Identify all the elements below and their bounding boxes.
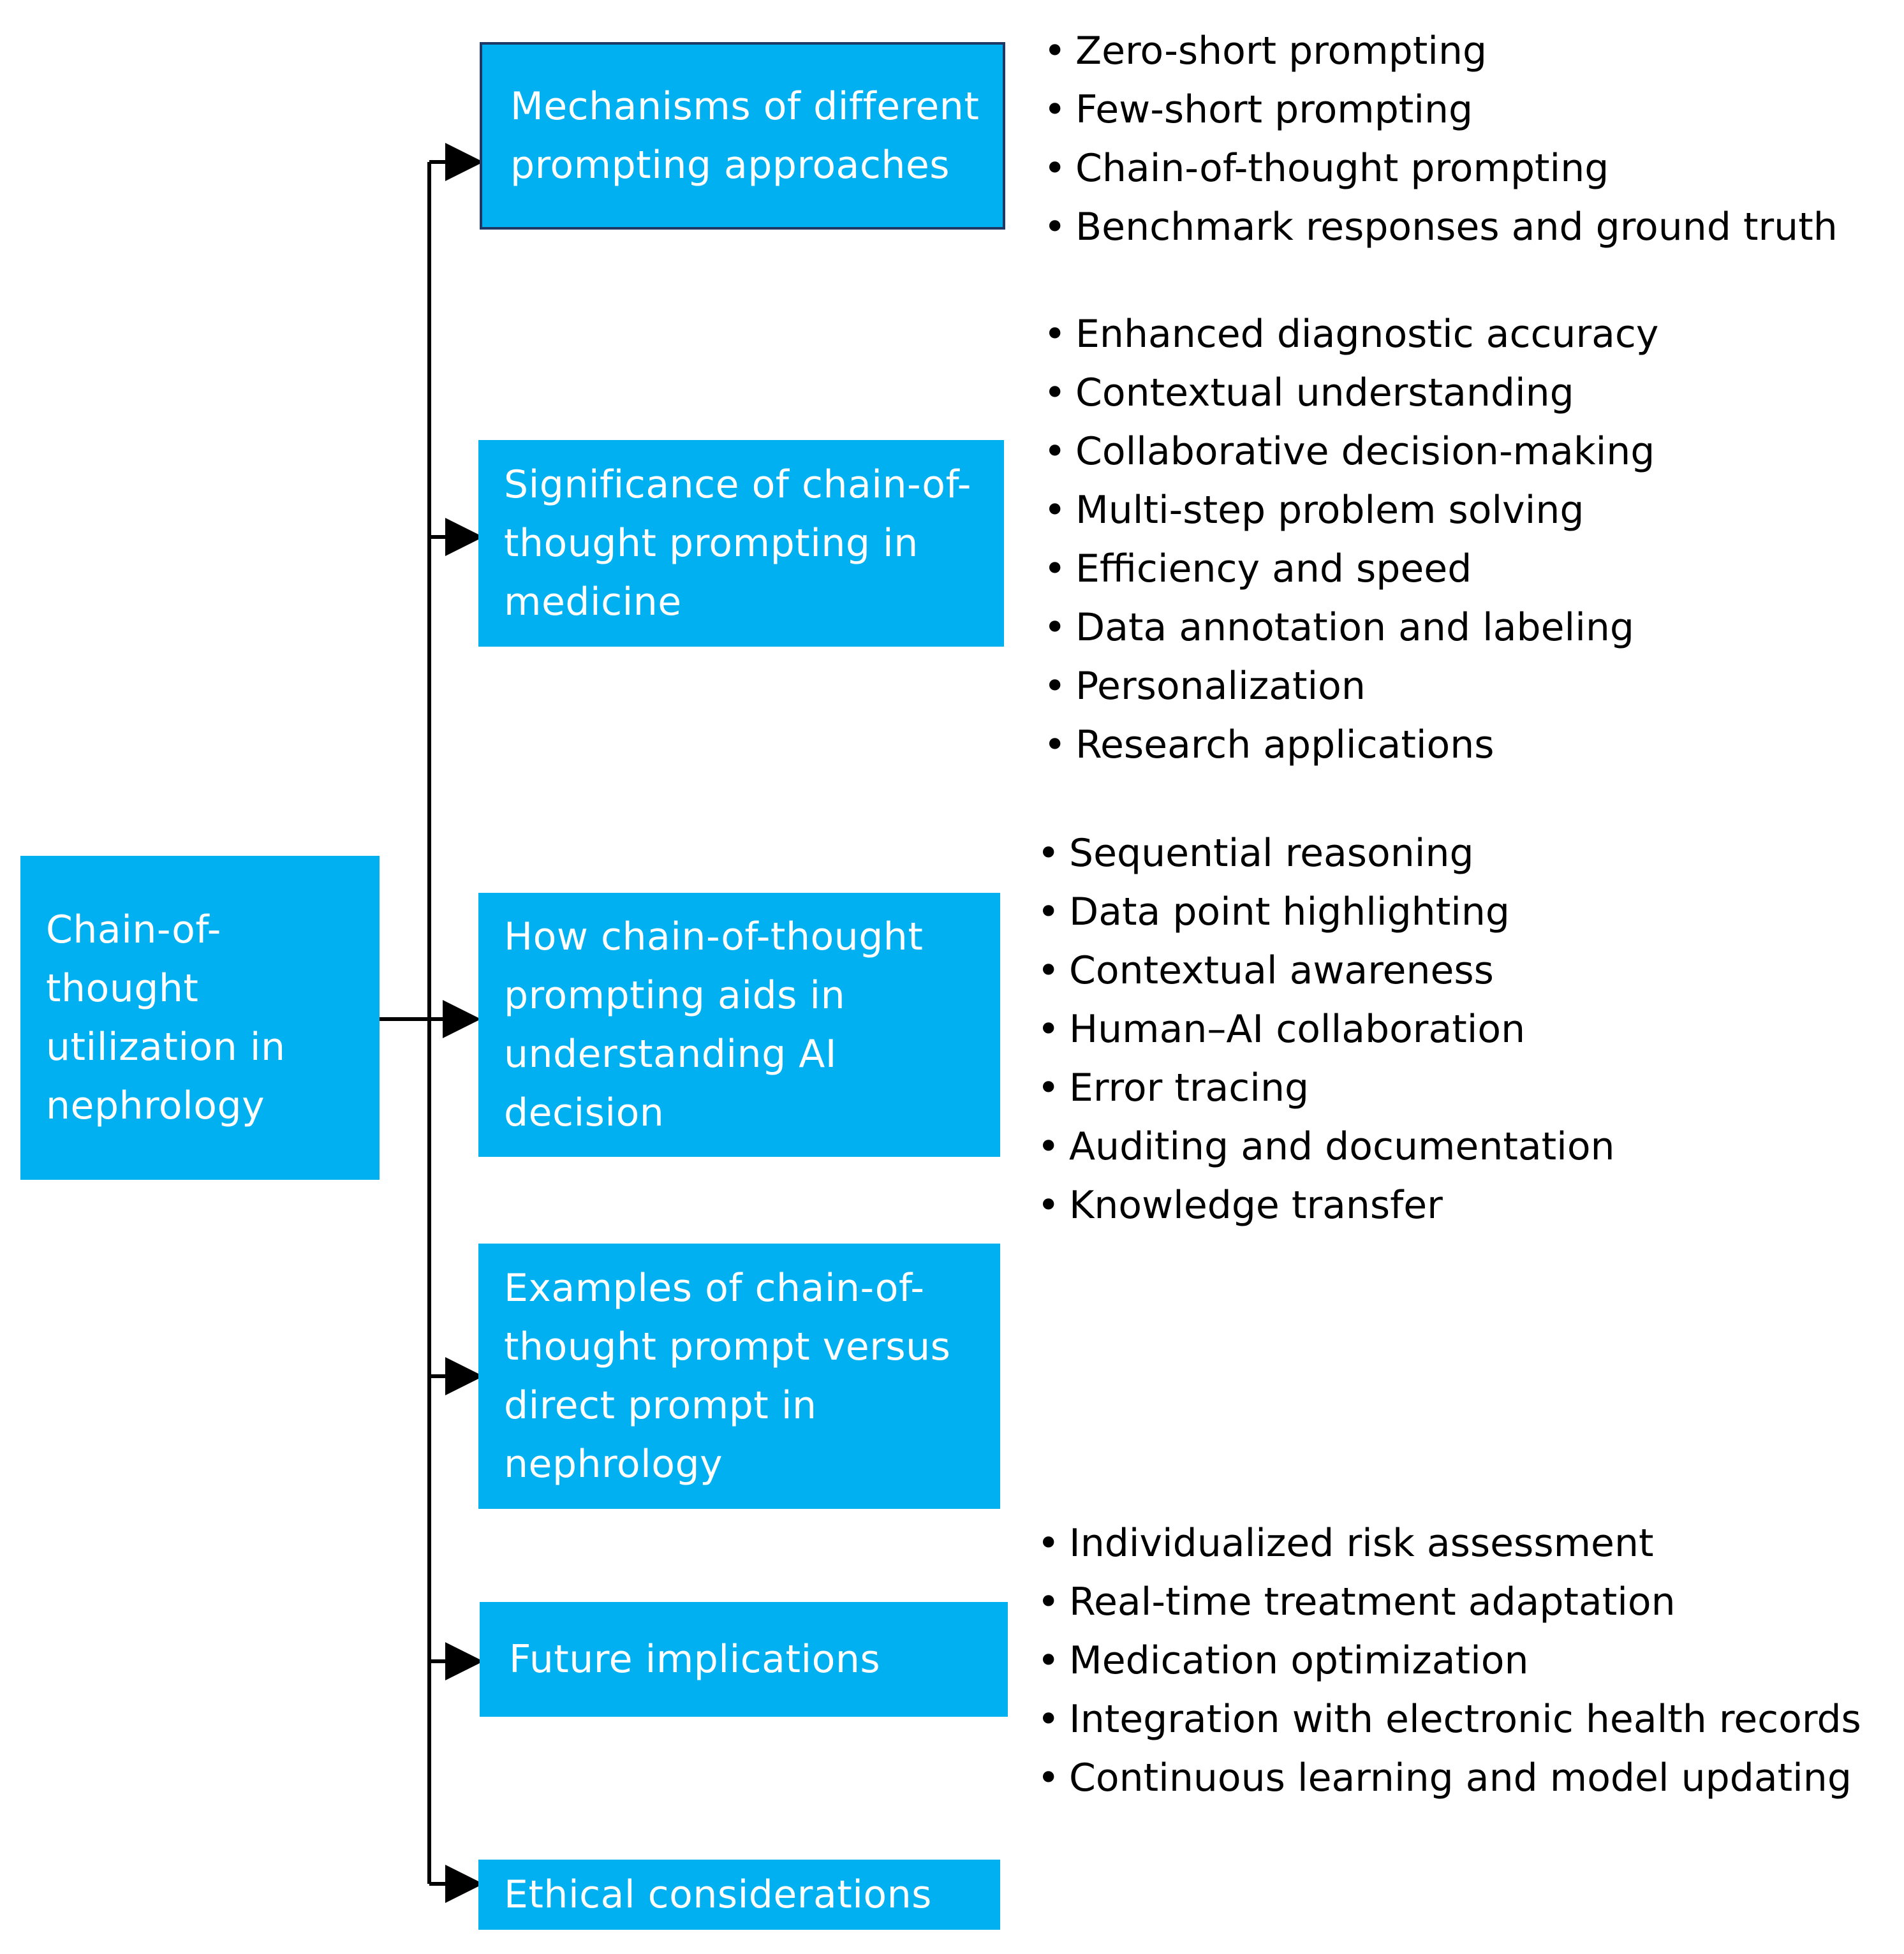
bullet-item: Individualized risk assessment (1037, 1514, 1861, 1573)
bullet-item: Research applications (1044, 716, 1658, 774)
bullet-item: Few-short prompting (1044, 80, 1838, 139)
bullet-item: Auditing and documentation (1037, 1117, 1615, 1176)
bullet-item: Personalization (1044, 657, 1658, 716)
bullet-item: Continuous learning and model updating (1037, 1749, 1861, 1807)
bullet-item: Knowledge transfer (1037, 1176, 1615, 1235)
branch-box-understanding: How chain-of-thought prompting aids in u… (478, 893, 1000, 1157)
branch-box-future: Future implications (480, 1602, 1008, 1717)
bullet-item: Real-time treatment adaptation (1037, 1573, 1861, 1631)
bullet-item: Multi-step problem solving (1044, 481, 1658, 540)
bullet-item: Collaborative decision-making (1044, 422, 1658, 481)
bullet-item: Integration with electronic health recor… (1037, 1690, 1861, 1749)
bullet-item: Enhanced diagnostic accuracy (1044, 305, 1658, 364)
bullet-item: Medication optimization (1037, 1631, 1861, 1690)
root-label: Chain-of-thought utilization in nephrolo… (46, 907, 286, 1128)
bullet-list-mechanisms: Zero-short prompting Few-short prompting… (1044, 22, 1838, 256)
bullet-item: Zero-short prompting (1044, 22, 1838, 80)
branch-label-examples: Examples of chain-of-thought prompt vers… (504, 1266, 951, 1487)
bullet-item: Data annotation and labeling (1044, 598, 1658, 657)
bullet-item: Efficiency and speed (1044, 540, 1658, 598)
branch-label-ethical: Ethical considerations (504, 1872, 932, 1917)
bullet-item: Benchmark responses and ground truth (1044, 198, 1838, 256)
bullet-item: Error tracing (1037, 1059, 1615, 1117)
bullet-item: Contextual understanding (1044, 364, 1658, 422)
branch-label-understanding: How chain-of-thought prompting aids in u… (504, 915, 924, 1135)
bullet-item: Sequential reasoning (1037, 824, 1615, 883)
branch-label-mechanisms: Mechanisms of different prompting approa… (510, 84, 980, 187)
branch-box-ethical: Ethical considerations (478, 1860, 1000, 1930)
branch-label-future: Future implications (509, 1637, 881, 1682)
bullet-item: Contextual awareness (1037, 941, 1615, 1000)
bullet-list-understanding: Sequential reasoning Data point highligh… (1037, 824, 1615, 1235)
branch-box-mechanisms: Mechanisms of different prompting approa… (480, 42, 1005, 230)
root-box: Chain-of-thought utilization in nephrolo… (20, 856, 380, 1180)
branch-label-significance: Significance of chain-of-thought prompti… (504, 462, 971, 624)
bullet-item: Human–AI collaboration (1037, 1000, 1615, 1059)
bullet-list-future: Individualized risk assessment Real-time… (1037, 1514, 1861, 1807)
bullet-list-significance: Enhanced diagnostic accuracy Contextual … (1044, 305, 1658, 774)
bullet-item: Chain-of-thought prompting (1044, 139, 1838, 198)
branch-box-significance: Significance of chain-of-thought prompti… (478, 440, 1004, 647)
branch-box-examples: Examples of chain-of-thought prompt vers… (478, 1244, 1000, 1509)
bullet-item: Data point highlighting (1037, 883, 1615, 941)
